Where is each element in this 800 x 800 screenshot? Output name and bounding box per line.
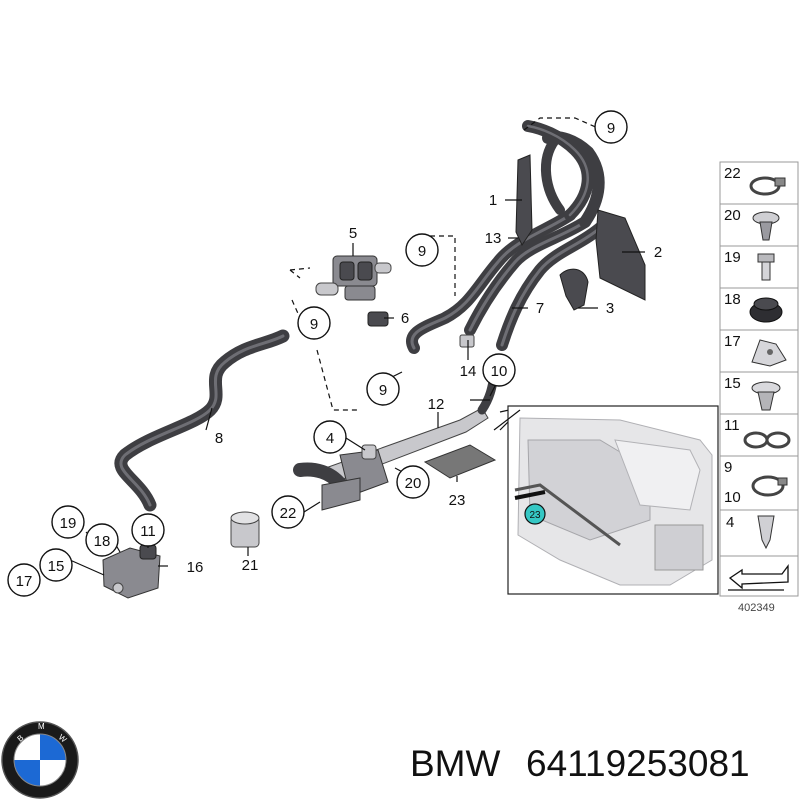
sidebar-label: 15 (724, 375, 741, 392)
arrow-icon (728, 564, 789, 591)
callout-label: 16 (187, 559, 204, 576)
brand-name: BMW (410, 743, 501, 784)
callout-circle: 20 (396, 465, 430, 499)
clip-3 (559, 268, 589, 311)
callout-circle: 19 (51, 505, 85, 539)
callout-label: 23 (449, 492, 466, 509)
part-number: 64119253081 (526, 743, 750, 784)
callout-circle: 10 (482, 353, 516, 387)
callout-circle: 9 (405, 233, 439, 267)
callout-label: 1 (489, 192, 497, 209)
sidebar-label: 22 (724, 165, 741, 182)
part-drawings (102, 120, 646, 599)
callout-label: 9 (418, 243, 426, 260)
callout-label: 11 (140, 523, 156, 540)
sidebar-label: 19 (724, 249, 741, 266)
pump-16 (102, 544, 161, 599)
sidebar-label: 17 (724, 333, 741, 350)
connector-14 (459, 334, 475, 348)
callout-label: 7 (536, 300, 544, 317)
callout-label: 8 (215, 430, 223, 447)
push-rivet-icon (752, 211, 780, 241)
pad-23 (423, 444, 497, 479)
callout-circle: 9 (297, 306, 331, 340)
spring-clamp-icon (751, 475, 788, 497)
callout-circle: 22 (271, 495, 305, 529)
grommet-6 (367, 311, 389, 327)
sidebar-label: 9 (724, 459, 732, 476)
clip-nut-icon (751, 339, 787, 367)
hose-8 (114, 329, 290, 512)
bracket-1 (515, 154, 533, 247)
callout-label: 18 (94, 533, 111, 550)
callouts: 9 1 13 2 5 9 3 7 6 9 14 10 9 8 12 4 20 2… (7, 110, 662, 597)
callout-circle: 17 (7, 563, 41, 597)
callout-label: 20 (405, 475, 422, 492)
callout-label: 15 (48, 558, 65, 575)
callout-circle: 11 (131, 513, 165, 547)
callout-label: 3 (606, 300, 614, 317)
location-inset: 23 (493, 405, 719, 595)
grommet-icon (749, 297, 783, 323)
sidebar-label: 4 (726, 514, 734, 531)
screw-icon (757, 253, 775, 281)
callout-label: 14 (460, 363, 477, 380)
inset-callout: 23 (524, 503, 546, 525)
double-clamp-icon (743, 431, 791, 449)
callout-label: 19 (60, 515, 77, 532)
callout-label: 9 (379, 382, 387, 399)
callout-label: 9 (310, 316, 318, 333)
filter-21 (230, 511, 260, 548)
svg-text:W: W (57, 733, 69, 745)
hoses-13-7 (406, 209, 606, 354)
callout-label: 17 (16, 573, 33, 590)
callout-label: 9 (607, 120, 615, 137)
expanding-nut-icon (751, 381, 781, 411)
connector-assembly-4 (293, 444, 389, 511)
hose-loop-top (522, 120, 605, 228)
callout-label: 13 (485, 230, 502, 247)
sidebar-label: 20 (724, 207, 741, 224)
svg-text:M: M (38, 722, 45, 731)
parts-sidebar: 22 20 19 18 17 15 (719, 161, 799, 597)
sidebar-label: 11 (724, 417, 740, 434)
callout-label: 5 (349, 225, 357, 242)
callout-label: 12 (428, 396, 445, 413)
callout-label: 4 (326, 430, 334, 447)
bmw-logo: B M W (1, 721, 79, 799)
sidebar-label: 10 (724, 489, 741, 506)
callout-label: 2 (654, 244, 662, 261)
callout-label: 22 (280, 505, 297, 522)
bracket-2 (595, 209, 646, 301)
hose-clamp-icon (749, 176, 786, 196)
callout-circle: 15 (39, 548, 73, 582)
callout-label: 6 (401, 310, 409, 327)
callout-label: 10 (491, 363, 508, 380)
sidebar-label: 18 (724, 291, 741, 308)
reference-number: 402349 (738, 602, 775, 614)
callout-label: 21 (242, 557, 259, 574)
callout-circle: 18 (85, 523, 119, 557)
callout-circle: 9 (594, 110, 628, 144)
inset-callout-label: 23 (529, 510, 541, 521)
callout-circle: 4 (313, 420, 347, 454)
callout-circle: 9 (366, 372, 400, 406)
valve-5 (315, 255, 392, 301)
svg-text:B: B (16, 733, 26, 743)
fastener-clip-icon (757, 515, 775, 550)
